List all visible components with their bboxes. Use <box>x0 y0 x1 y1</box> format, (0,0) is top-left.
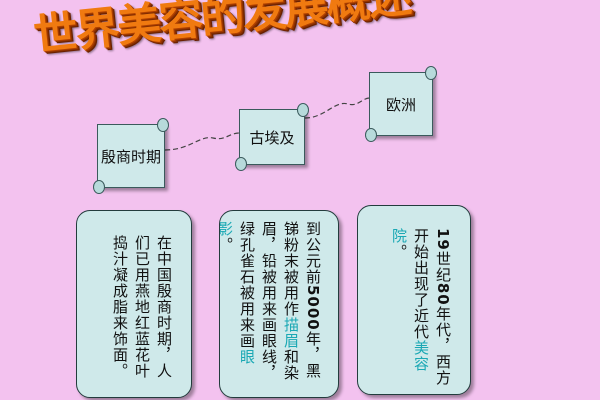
century-number: 19 <box>434 228 452 251</box>
text-part: 和染眉，铅被用来画眼线，绿孔雀石被用来画 <box>238 221 300 381</box>
text-part: 年代，西方开始出现了近代 <box>412 228 452 386</box>
text-part: 世纪 <box>434 250 452 283</box>
text-part: 。 <box>390 244 408 260</box>
text-part: 。 <box>219 237 234 253</box>
card-yinshang: 在中国殷商时期，人们已用燕地红蓝花叶捣汁凝成脂来饰面。 <box>76 210 192 398</box>
highlight-beauty-salon: 美容院 <box>390 228 430 372</box>
connector-1 <box>164 132 241 151</box>
card-europe: 19世纪80年代，西方开始出现了近代美容院。 <box>357 205 471 395</box>
card-text: 在中国殷商时期，人们已用燕地红蓝花叶捣汁凝成脂来饰面。 <box>111 235 173 379</box>
decade-number: 80 <box>434 282 452 306</box>
stage-europe: 欧洲 <box>365 66 437 142</box>
text-part: 年，黑锑粉末被用作 <box>282 221 322 379</box>
card-text: 到公元前5000年，黑锑粉末被用作描眉和染眉，铅被用来画眼线，绿孔雀石被用来画眼… <box>219 221 324 393</box>
text-part: 到公元前 <box>304 221 322 285</box>
highlight-eyebrow: 描眉 <box>282 317 300 349</box>
card-ancient-egypt: 到公元前5000年，黑锑粉末被用作描眉和染眉，铅被用来画眼线，绿孔雀石被用来画眼… <box>219 210 339 398</box>
stage-ancient-egypt: 古埃及 <box>235 103 309 171</box>
card-text: 19世纪80年代，西方开始出现了近代美容院。 <box>388 228 454 388</box>
highlight-eyeshadow: 眼影 <box>219 221 256 365</box>
stage-label: 古埃及 <box>249 128 295 147</box>
stage-label: 欧洲 <box>385 95 416 114</box>
stage-label: 殷商时期 <box>100 147 161 166</box>
year-number: 5000 <box>304 285 322 331</box>
stage-yinshang: 殷商时期 <box>93 118 169 194</box>
connector-2 <box>304 97 371 119</box>
